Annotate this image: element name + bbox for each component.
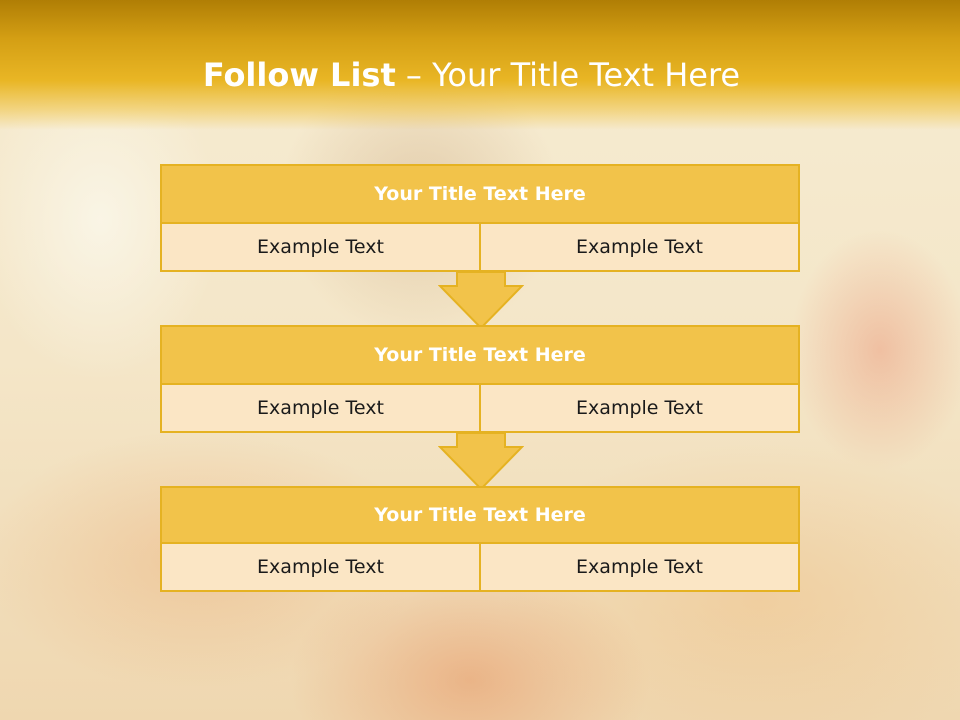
step-1-right-text: Example Text xyxy=(479,224,798,270)
step-box-3: Your Title Text Here Example Text Exampl… xyxy=(160,486,800,592)
header-band xyxy=(0,0,960,130)
down-arrow-icon xyxy=(438,432,524,491)
step-row-2: Example Text Example Text xyxy=(162,385,798,431)
slide-title-rest: – Your Title Text Here xyxy=(395,56,741,94)
step-1-left-text: Example Text xyxy=(257,236,384,258)
step-3-left-text: Example Text xyxy=(257,556,384,578)
step-title-2: Your Title Text Here xyxy=(162,327,798,385)
step-title-3: Your Title Text Here xyxy=(162,488,798,544)
step-row-3: Example Text Example Text xyxy=(162,544,798,590)
step-box-1: Your Title Text Here Example Text Exampl… xyxy=(160,164,800,272)
step-title-1: Your Title Text Here xyxy=(162,166,798,224)
down-arrow-icon xyxy=(438,271,524,330)
step-3-right-text: Example Text xyxy=(479,544,798,590)
step-2-right-text: Example Text xyxy=(479,385,798,431)
step-row-1: Example Text Example Text xyxy=(162,224,798,270)
slide-title: Follow List – Your Title Text Here xyxy=(0,55,943,95)
step-2-left-text: Example Text xyxy=(257,397,384,419)
step-box-2: Your Title Text Here Example Text Exampl… xyxy=(160,325,800,433)
slide-title-bold: Follow List xyxy=(202,56,396,94)
